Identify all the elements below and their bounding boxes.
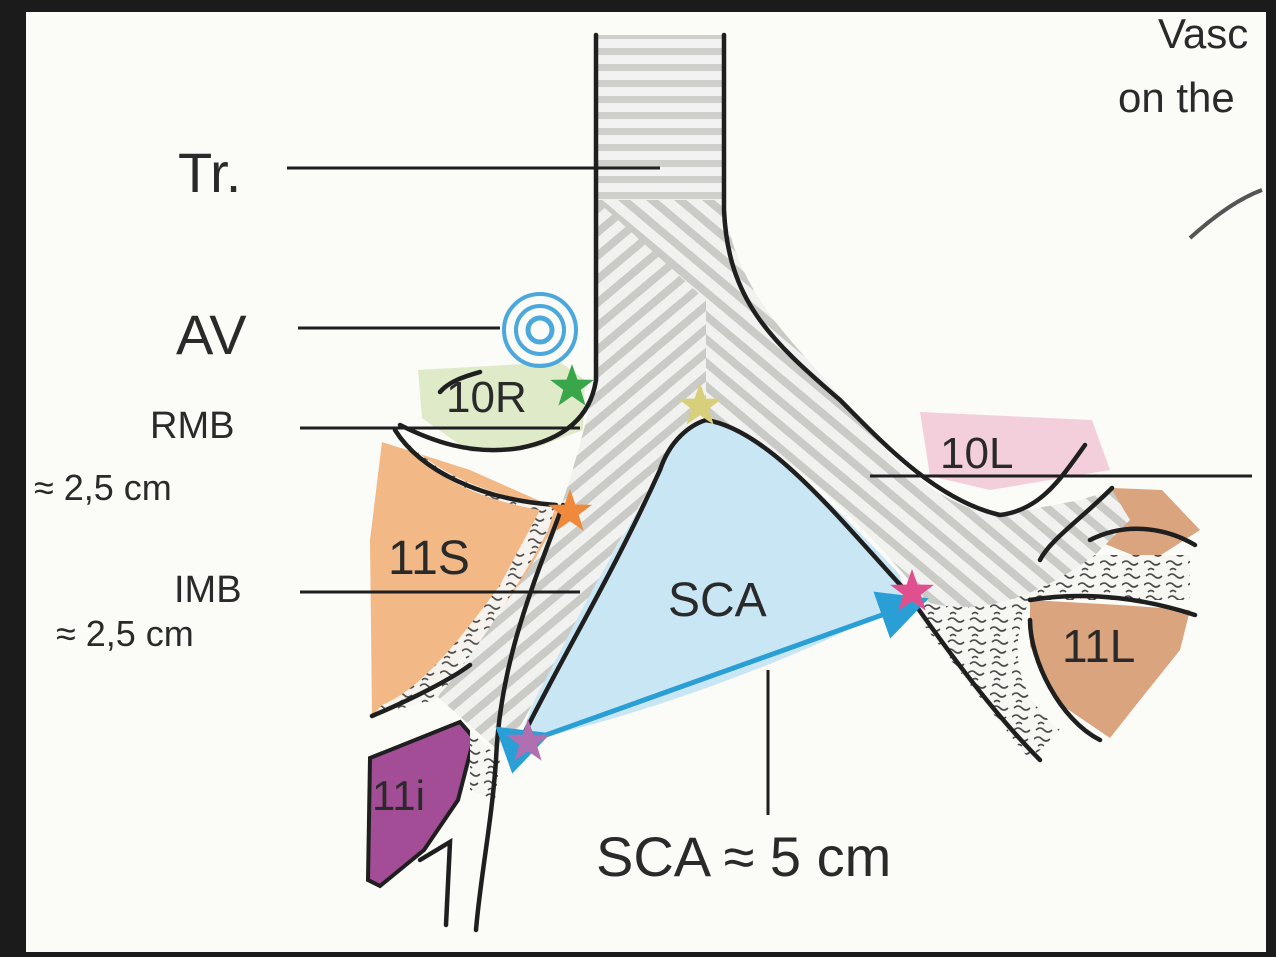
label-imb-length: ≈ 2,5 cm — [56, 613, 194, 654]
trachea — [596, 35, 724, 210]
label-rmb: RMB — [150, 405, 234, 447]
label-station-11L: 11L — [1062, 620, 1135, 672]
label-station-10R: 10R — [446, 373, 527, 422]
label-station-10L: 10L — [940, 429, 1013, 478]
label-station-11S: 11S — [388, 532, 470, 585]
corner-text-line1: Vasc — [1158, 10, 1248, 57]
label-station-11i: 11i — [372, 772, 425, 819]
label-imb: IMB — [174, 569, 242, 611]
corner-text-line2: on the — [1118, 74, 1235, 121]
label-sca: SCA — [668, 574, 767, 627]
label-av: AV — [176, 303, 247, 366]
label-rmb-length: ≈ 2,5 cm — [34, 467, 172, 508]
label-sca-length: SCA ≈ 5 cm — [596, 825, 891, 888]
label-trachea: Tr. — [178, 141, 241, 204]
